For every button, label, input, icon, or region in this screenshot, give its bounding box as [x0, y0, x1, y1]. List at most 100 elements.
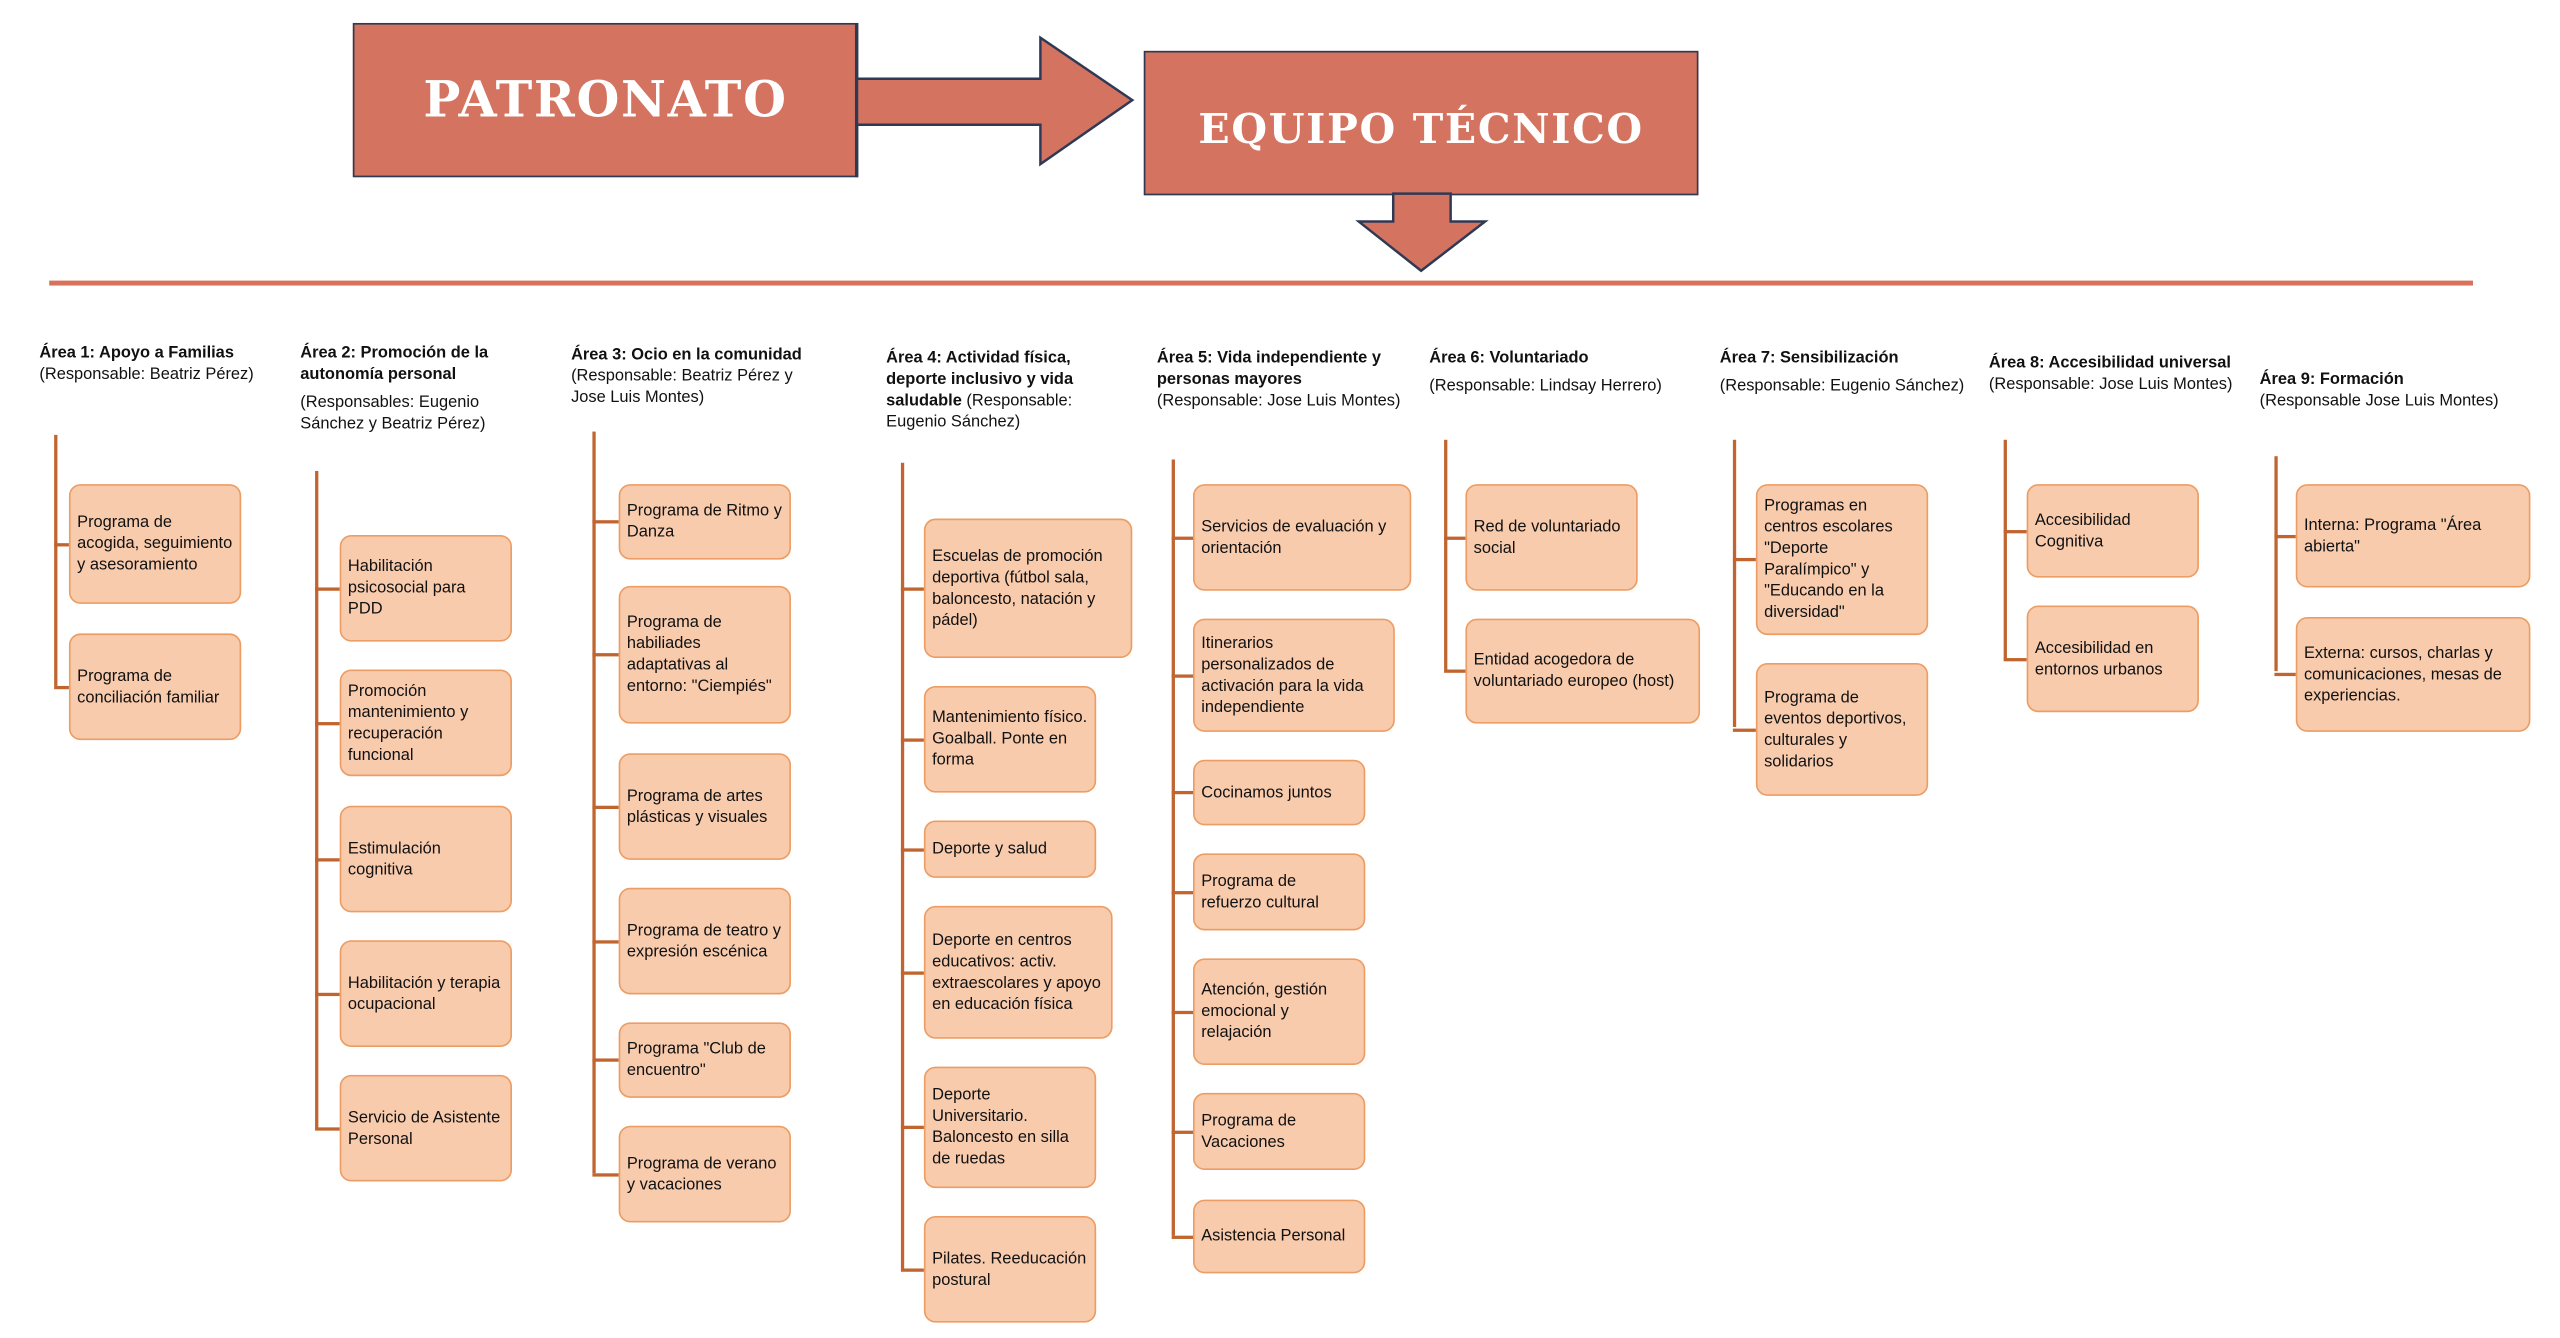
program-box[interactable]: Programa de habiliades adaptativas al en… — [618, 585, 791, 724]
program-connector — [592, 653, 619, 657]
patronato-box: PATRONATO — [352, 22, 859, 178]
program-connector — [315, 722, 340, 726]
program-box[interactable]: Mantenimiento físico. Goalball. Ponte en… — [923, 685, 1097, 793]
area-6-header: Área 6: Voluntariado (Responsable: Lindsa… — [1429, 348, 1675, 397]
program-connector — [1171, 1010, 1194, 1015]
equipo-tecnico-box: EQUIPO TÉCNICO — [1143, 50, 1699, 196]
area-9-header: Área 9: Formación(Responsable Jose Luis … — [2260, 369, 2506, 412]
program-connector — [900, 848, 924, 852]
area-responsible: (Responsable: Lindsay Herrero) — [1429, 377, 1662, 396]
program-box[interactable]: Entidad acogedora de voluntariado europe… — [1465, 618, 1701, 724]
program-box[interactable]: Deporte en centros educativos: activ. ex… — [923, 905, 1113, 1039]
area-responsible: (Responsables: Eugenio Sánchez y Beatriz… — [300, 393, 486, 434]
area-title: Área 9: Formación — [2259, 370, 2404, 389]
area-title: Área 7: Sensibilización — [1719, 349, 1899, 368]
program-box[interactable]: Atención, gestión emocional y relajación — [1193, 958, 1366, 1066]
program-box[interactable]: Servicio de Asistente Personal — [339, 1074, 512, 1182]
program-label: Mantenimiento físico. Goalball. Ponte en… — [932, 708, 1088, 770]
program-label: Programa de Vacaciones — [1201, 1111, 1297, 1152]
program-box[interactable]: Programa "Club de encuentro" — [618, 1022, 791, 1098]
program-connector — [315, 1127, 340, 1131]
program-box[interactable]: Programa de conciliación familiar — [68, 633, 242, 741]
program-box[interactable]: Estimulación cognitiva — [339, 805, 512, 913]
area-6-connector-line — [1444, 439, 1448, 670]
program-label: Programas en centros escolares "Deporte … — [1764, 497, 1893, 622]
area-4-connector-line — [900, 462, 905, 1269]
program-box[interactable]: Habilitación psicosocial para PDD — [339, 534, 512, 642]
program-label: Asistencia Personal — [1201, 1227, 1346, 1246]
program-label: Deporte en centros educativos: activ. ex… — [932, 931, 1101, 1014]
program-label: Habilitación y terapia ocupacional — [347, 973, 501, 1014]
area-9-connector-line — [2274, 456, 2278, 672]
program-box[interactable]: Programa de refuerzo cultural — [1193, 853, 1366, 931]
program-connector — [1444, 536, 1466, 540]
program-label: Servicio de Asistente Personal — [347, 1108, 501, 1148]
program-label: Interna: Programa "Área abierta" — [2303, 516, 2482, 556]
program-box[interactable]: Accesibilidad Cognitiva — [2026, 484, 2199, 578]
program-connector — [315, 858, 340, 862]
area-responsible: (Responsable: Jose Luis Montes) — [1988, 375, 2233, 394]
program-label: Atención, gestión emocional y relajación — [1201, 981, 1328, 1043]
area-title: Área 5: Vida independiente y personas ma… — [1156, 349, 1381, 389]
area-7-connector-line — [1732, 439, 1737, 727]
program-connector — [900, 1268, 924, 1272]
program-label: Red de voluntariado social — [1473, 517, 1621, 558]
program-box[interactable]: Externa: cursos, charlas y comunicacione… — [2295, 617, 2531, 732]
program-box[interactable]: Interna: Programa "Área abierta" — [2295, 484, 2531, 588]
program-connector — [2274, 534, 2296, 539]
program-connector — [900, 587, 924, 591]
program-box[interactable]: Red de voluntariado social — [1465, 484, 1638, 591]
program-box[interactable]: Promoción mantenimiento y recuperación f… — [339, 669, 512, 777]
program-connector — [1171, 891, 1194, 895]
area-3-connector-line — [592, 431, 596, 1174]
program-connector — [1171, 674, 1194, 678]
program-connector — [592, 1173, 619, 1177]
program-box[interactable]: Programa de teatro y expresión escénica — [618, 887, 791, 995]
area-title: Área 1: Apoyo a Familias — [39, 344, 234, 363]
program-box[interactable]: Deporte Universitario. Baloncesto en sil… — [923, 1066, 1097, 1189]
program-box[interactable]: Habilitación y terapia ocupacional — [339, 940, 512, 1047]
area-3-header: Área 3: Ocio en la comunidad(Responsable… — [571, 345, 817, 409]
program-label: Externa: cursos, charlas y comunicacione… — [2303, 644, 2502, 705]
program-box[interactable]: Programa de Vacaciones — [1193, 1092, 1366, 1171]
program-connector — [2003, 530, 2027, 534]
area-title: Área 2: Promoción de la autonomía person… — [300, 344, 489, 384]
area-responsible: (Responsable: Jose Luis Montes) — [1156, 392, 1401, 411]
area-2-connector-line — [315, 470, 319, 1130]
program-box[interactable]: Asistencia Personal — [1193, 1199, 1366, 1274]
area-5-connector-line — [1171, 459, 1175, 1236]
equipo-tecnico-label: EQUIPO TÉCNICO — [1198, 104, 1644, 152]
program-connector — [54, 685, 69, 690]
area-responsible: (Responsable: Beatriz Pérez) — [39, 365, 254, 384]
program-box[interactable]: Servicios de evaluación y orientación — [1193, 484, 1412, 591]
area-title: Área 6: Voluntariado — [1429, 349, 1589, 368]
program-box[interactable]: Programa de acogida, seguimiento y aseso… — [68, 484, 242, 604]
program-box[interactable]: Deporte y salud — [923, 820, 1097, 878]
program-box[interactable]: Escuelas de promoción deportiva (fútbol … — [923, 518, 1133, 659]
program-box[interactable]: Programa de artes plásticas y visuales — [618, 753, 791, 860]
area-responsible: (Responsable: Beatriz Pérez y Jose Luis … — [571, 367, 793, 407]
program-connector — [315, 587, 340, 591]
program-box[interactable]: Programa de Ritmo y Danza — [618, 484, 791, 560]
program-box[interactable]: Programa de verano y vacaciones — [618, 1125, 791, 1223]
program-label: Escuelas de promoción deportiva (fútbol … — [932, 547, 1103, 630]
program-box[interactable]: Pilates. Reeducación postural — [923, 1215, 1097, 1323]
program-label: Programa de Ritmo y Danza — [626, 502, 782, 542]
area-1-header: Área 1: Apoyo a Familias (Responsable: Be… — [39, 343, 285, 386]
area-5-header: Área 5: Vida independiente y personas ma… — [1157, 348, 1403, 412]
area-7-header: Área 7: Sensibilización(Responsable: Eug… — [1720, 348, 1966, 397]
program-box[interactable]: Itinerarios personalizados de activación… — [1193, 618, 1395, 732]
program-box[interactable]: Cocinamos juntos — [1193, 759, 1366, 826]
program-box[interactable]: Programas en centros escolares "Deporte … — [1755, 484, 1929, 636]
program-connector — [54, 543, 69, 547]
program-connector — [315, 992, 340, 997]
program-connector — [1171, 536, 1194, 540]
patronato-edge — [854, 22, 858, 178]
program-box[interactable]: Accesibilidad en entornos urbanos — [2026, 605, 2199, 713]
program-box[interactable]: Programa de eventos deportivos, cultural… — [1755, 662, 1929, 796]
area-title: Área 8: Accesibilidad universal — [1988, 354, 2231, 373]
program-label: Promoción mantenimiento y recuperación f… — [347, 681, 469, 764]
program-label: Entidad acogedora de voluntariado europe… — [1473, 651, 1675, 691]
program-label: Servicios de evaluación y orientación — [1201, 517, 1387, 558]
